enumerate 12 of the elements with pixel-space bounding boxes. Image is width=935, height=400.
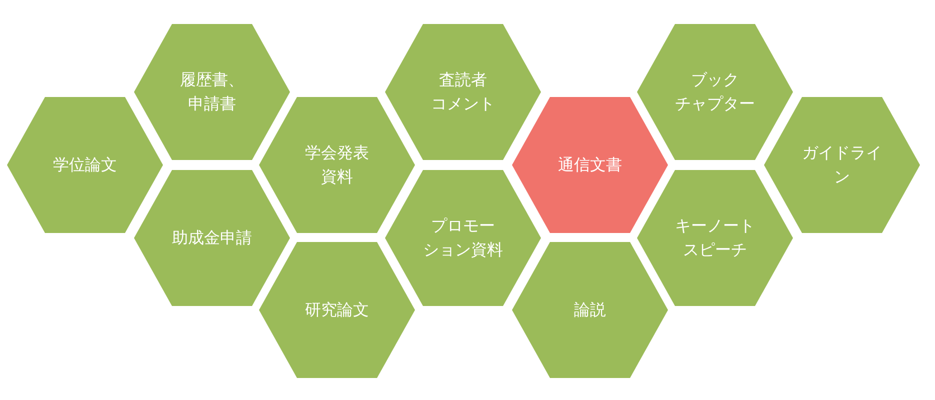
hexagon-label: 論説 — [573, 299, 607, 321]
hexagon-label: 学会発表資料 — [304, 142, 370, 188]
hexagon-label: キーノートスピーチ — [674, 215, 756, 261]
hexagon-label: ガイドライン — [801, 142, 883, 188]
hexagon-label: 履歴書、申請書 — [179, 69, 245, 115]
hexagon-label: 研究論文 — [304, 299, 370, 321]
hexagon-label: 通信文書 — [557, 154, 623, 176]
hexagon-label: プロモーション資料 — [422, 215, 504, 261]
hexagon-label: 助成金申請 — [171, 227, 253, 249]
hexagon-label: 査読者コメント — [430, 69, 496, 115]
hexagon-label: ブックチャプター — [674, 69, 756, 115]
hexagon-label: 学位論文 — [52, 154, 118, 176]
